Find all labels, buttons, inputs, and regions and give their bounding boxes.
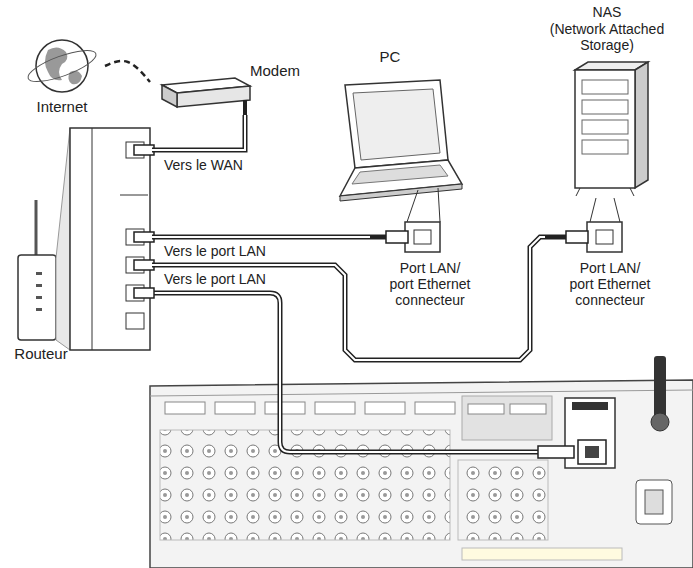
router-body	[18, 255, 56, 340]
router-node: Routeur	[5, 125, 152, 370]
cable-core	[152, 115, 245, 150]
laptop-display	[353, 89, 440, 160]
hdmi-port	[165, 402, 205, 414]
device-label: Routeur	[14, 345, 67, 362]
hdmi-port	[415, 402, 455, 414]
antenna-base	[651, 413, 669, 431]
pc-node: PC Port LAN/ port Ethernet connecteur	[370, 45, 500, 335]
callout-line	[614, 198, 620, 222]
cable-stub	[243, 100, 247, 115]
network-port	[578, 440, 606, 464]
zoom-wedge	[56, 128, 70, 350]
callout-line	[438, 188, 440, 222]
orbit	[25, 44, 99, 87]
laptop	[340, 80, 462, 252]
cable	[152, 115, 245, 150]
router	[18, 128, 154, 350]
lan-port	[126, 313, 144, 329]
router-led	[36, 272, 42, 275]
globe-outline	[36, 40, 88, 92]
hdmi-port	[468, 404, 504, 414]
panel-separator	[120, 195, 148, 196]
hdmi-port	[265, 402, 305, 414]
power-pins	[645, 490, 663, 514]
port-label: (Network Attached Storage)	[546, 21, 668, 53]
router-led	[36, 284, 42, 287]
modem	[162, 78, 250, 115]
cable-core	[152, 236, 370, 238]
cable-label: Vers le WAN	[162, 157, 245, 173]
globe	[25, 40, 99, 92]
drive-bay	[582, 120, 628, 134]
modem-side	[162, 85, 177, 107]
cable-connector	[152, 237, 545, 360]
speaker-terminals	[462, 548, 622, 560]
laptop-screen	[345, 80, 448, 168]
cable-plug	[134, 288, 154, 298]
rj45-jack	[414, 230, 431, 244]
port-icon	[405, 222, 440, 252]
callout-line	[407, 190, 418, 222]
drive-bay	[582, 80, 628, 94]
port-label: Port LAN/ port Ethernet connecteur	[388, 260, 473, 308]
nas-foot	[576, 188, 580, 196]
laptop-keyboard	[352, 165, 448, 184]
nas	[545, 62, 648, 252]
cable	[152, 237, 545, 360]
antenna	[654, 356, 666, 418]
cable-label: Vers le port LAN	[162, 243, 268, 259]
modem-node: Modem	[150, 50, 305, 115]
hdmi-port	[365, 402, 405, 414]
network-badge	[572, 402, 608, 410]
dashed-link	[105, 61, 150, 82]
nas-side	[635, 62, 648, 188]
port-icon	[587, 222, 622, 252]
cable-core	[152, 237, 545, 360]
drive-bay	[582, 140, 628, 154]
receiver-housing	[150, 380, 693, 568]
rca-jacks	[160, 430, 450, 540]
network-jack	[585, 446, 599, 458]
cable-connector	[152, 237, 370, 238]
power-inlet	[636, 480, 672, 524]
cloud-node: Internet	[20, 38, 105, 118]
cable-plug	[538, 446, 574, 458]
rj45-jack	[596, 230, 613, 244]
cable-plug	[566, 231, 588, 243]
rca-jacks	[458, 460, 548, 540]
cable	[152, 235, 370, 240]
panel-edge	[150, 390, 693, 396]
device-label: Internet	[37, 98, 88, 115]
router-led	[36, 296, 42, 299]
nas-front	[575, 70, 635, 188]
device-label: NAS	[593, 4, 622, 20]
cable-plug	[134, 232, 154, 242]
laptop-edge	[340, 184, 462, 201]
hdmi-port	[215, 402, 255, 414]
output-block	[462, 396, 552, 440]
router-led	[36, 308, 42, 311]
cable-plug	[134, 145, 154, 155]
panel-line	[92, 128, 93, 350]
router-antenna	[35, 200, 38, 256]
cable-label: Vers le port LAN	[162, 271, 268, 287]
device-label: Modem	[250, 62, 300, 79]
callout-line	[590, 198, 596, 222]
nas-foot	[630, 188, 634, 196]
receiver-panel	[150, 356, 693, 568]
continent	[68, 71, 82, 85]
port-label: Port LAN/ port Ethernet connecteur	[568, 260, 653, 308]
modem-front	[177, 86, 250, 107]
cable-plug	[386, 231, 408, 243]
cable-connector	[152, 115, 245, 150]
nas-node: NAS(Network Attached Storage) Port LAN/ p…	[545, 2, 685, 335]
hdmi-port	[315, 402, 355, 414]
cable-connector	[105, 61, 150, 82]
hdmi-port	[510, 404, 546, 414]
cable-plug	[134, 260, 154, 270]
drive-bay	[582, 100, 628, 114]
device-label: PC	[380, 48, 401, 65]
